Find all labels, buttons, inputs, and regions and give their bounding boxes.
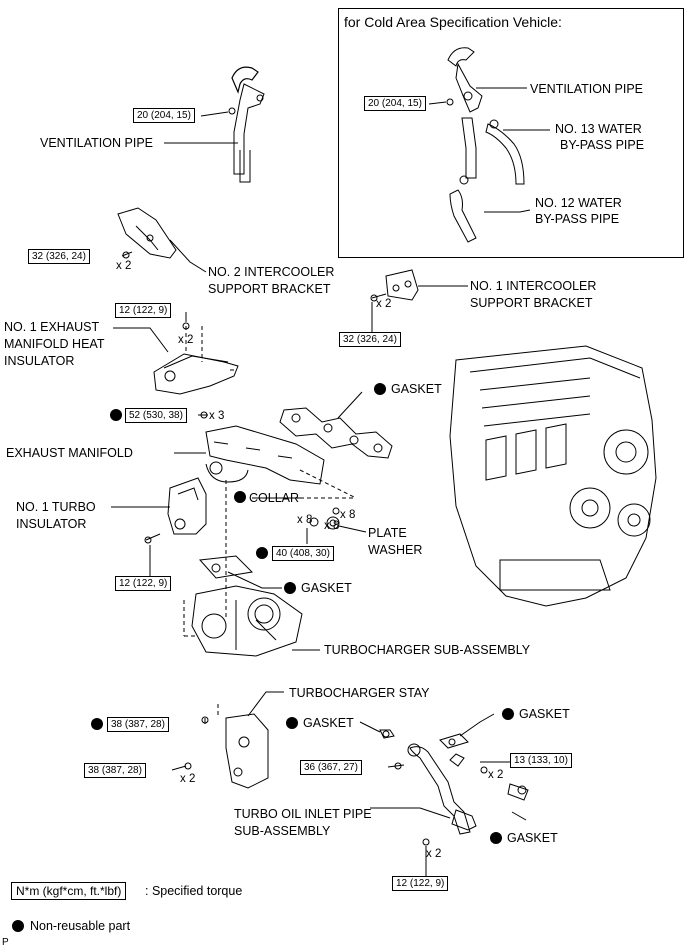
cold-water12-label-2: BY-PASS PIPE <box>535 212 620 226</box>
cold-area-title: for Cold Area Specification Vehicle: <box>344 14 562 30</box>
leader-stay <box>247 691 284 717</box>
turbo-insulator-part <box>167 477 207 535</box>
exhaust-manifold-part <box>205 425 325 485</box>
collar-label: COLLAR <box>249 491 300 505</box>
cold-water13-label-1: NO. 13 WATER <box>555 122 642 136</box>
ic1-torque: 32 (326, 24) <box>339 332 401 347</box>
ic2-torque: 32 (326, 24) <box>28 249 90 264</box>
leader-cold-12 <box>484 209 531 213</box>
exh-ins-torque: 12 (122, 9) <box>115 303 172 318</box>
turbocharger-stay-part <box>225 713 269 789</box>
turbo-ins-label-1: NO. 1 TURBO <box>16 500 96 514</box>
exh-ins-label-3: INSULATOR <box>4 354 75 368</box>
oil-pipe-label-1: TURBO OIL INLET PIPE <box>234 807 372 821</box>
legend-nonreusable-icon <box>12 920 24 932</box>
ic2-qty: x 2 <box>116 260 132 272</box>
leader-oil-gasket1 <box>359 721 381 733</box>
ic1-label-1: NO. 1 INTERCOOLER <box>470 279 597 293</box>
manifold-torque: 52 (530, 38) <box>125 408 187 423</box>
plate-label-1: PLATE <box>368 526 407 540</box>
legend-nonreusable-text: Non-reusable part <box>30 919 131 933</box>
turbo-stay-label: TURBOCHARGER STAY <box>289 686 430 700</box>
turbo-oil-inlet-pipe-part <box>407 743 529 835</box>
oil-pipe-gaskets <box>379 729 527 795</box>
washer-qty: x 8 <box>324 520 340 532</box>
cold-area-inset <box>338 8 684 258</box>
oil-top-torque: 13 (133, 10) <box>510 753 572 768</box>
oil-union-torque: 36 (367, 27) <box>300 760 362 775</box>
cold-water12-label-1: NO. 12 WATER <box>535 196 622 210</box>
no1-intercooler-bracket-part <box>385 269 419 301</box>
cold-area-parts <box>447 47 525 243</box>
plate-label-2: WASHER <box>368 543 423 557</box>
cold-vent-label: VENTILATION PIPE <box>530 82 643 96</box>
oil-gasket-3-label: GASKET <box>507 831 558 845</box>
stay-top-torque: 38 (387, 28) <box>107 717 169 732</box>
nonreusable-mark <box>490 832 502 844</box>
nonreusable-mark <box>91 718 103 730</box>
ic2-label-2: SUPPORT BRACKET <box>208 282 331 296</box>
leader-vent-torque <box>200 111 229 117</box>
oil-bottom-torque: 12 (122, 9) <box>392 876 449 891</box>
stay-qty: x 2 <box>180 773 196 785</box>
vent-torque: 20 (204, 15) <box>133 108 195 123</box>
exh-ins-label-2: MANIFOLD HEAT <box>4 337 105 351</box>
leader-oil-pipe <box>370 807 451 819</box>
nonreusable-mark <box>256 547 268 559</box>
turbocharger-part <box>191 585 303 657</box>
collar-qty: x 8 <box>340 509 356 521</box>
nonreusable-mark <box>110 409 122 421</box>
ic1-qty: x 2 <box>376 298 392 310</box>
ic2-label-1: NO. 2 INTERCOOLER <box>208 265 335 279</box>
leader-exh-ins <box>113 327 169 353</box>
manifold-gasket-part <box>279 407 393 459</box>
exhaust-manifold-heat-insulator-part <box>153 353 239 395</box>
turbo-ins-label-2: INSULATOR <box>16 517 87 531</box>
turbo-gasket-label: GASKET <box>301 581 352 595</box>
oil-top-qty: x 2 <box>488 769 504 781</box>
no2-intercooler-bracket-part <box>117 207 177 259</box>
nonreusable-mark <box>284 582 296 594</box>
leader-oil-gasket2 <box>459 713 495 737</box>
nonreusable-mark <box>286 717 298 729</box>
exh-ins-label-1: NO. 1 EXHAUST <box>4 320 100 334</box>
legend-torque-unit: N*m (kgf*cm, ft.*lbf) <box>11 882 127 900</box>
ventilation-pipe-part <box>231 66 265 183</box>
nut-qty: x 8 <box>297 514 313 526</box>
vent-pipe-label: VENTILATION PIPE <box>40 136 153 150</box>
ic1-label-2: SUPPORT BRACKET <box>470 296 593 310</box>
nonreusable-mark <box>234 491 246 503</box>
oil-bottom-qty: x 2 <box>426 848 442 860</box>
oil-gasket-2-label: GASKET <box>519 707 570 721</box>
corner-mark: P <box>2 937 9 948</box>
manifold-qty: x 3 <box>209 410 225 422</box>
leader-turbo-gasket <box>227 571 282 589</box>
nut-torque: 40 (408, 30) <box>272 546 334 561</box>
exh-ins-qty: x 2 <box>178 334 194 346</box>
engine-assembly-part <box>449 345 657 607</box>
turbo-ins-torque: 12 (122, 9) <box>115 576 172 591</box>
cold-water13-label-2: BY-PASS PIPE <box>560 138 645 152</box>
nonreusable-mark <box>374 383 386 395</box>
manifold-gasket-label: GASKET <box>391 382 442 396</box>
exhaust-manifold-label: EXHAUST MANIFOLD <box>6 446 133 460</box>
nonreusable-mark <box>502 708 514 720</box>
legend-torque-text: : Specified torque <box>145 884 243 898</box>
leader-plate <box>338 525 367 533</box>
leader-ic2 <box>169 239 207 273</box>
oil-gasket-1-label: GASKET <box>303 716 354 730</box>
cold-vent-torque: 20 (204, 15) <box>364 96 426 111</box>
stay-bottom-torque: 38 (387, 28) <box>84 763 146 778</box>
oil-pipe-label-2: SUB-ASSEMBLY <box>234 824 331 838</box>
turbocharger-label: TURBOCHARGER SUB-ASSEMBLY <box>324 643 531 657</box>
turbo-gasket-part <box>198 555 254 579</box>
